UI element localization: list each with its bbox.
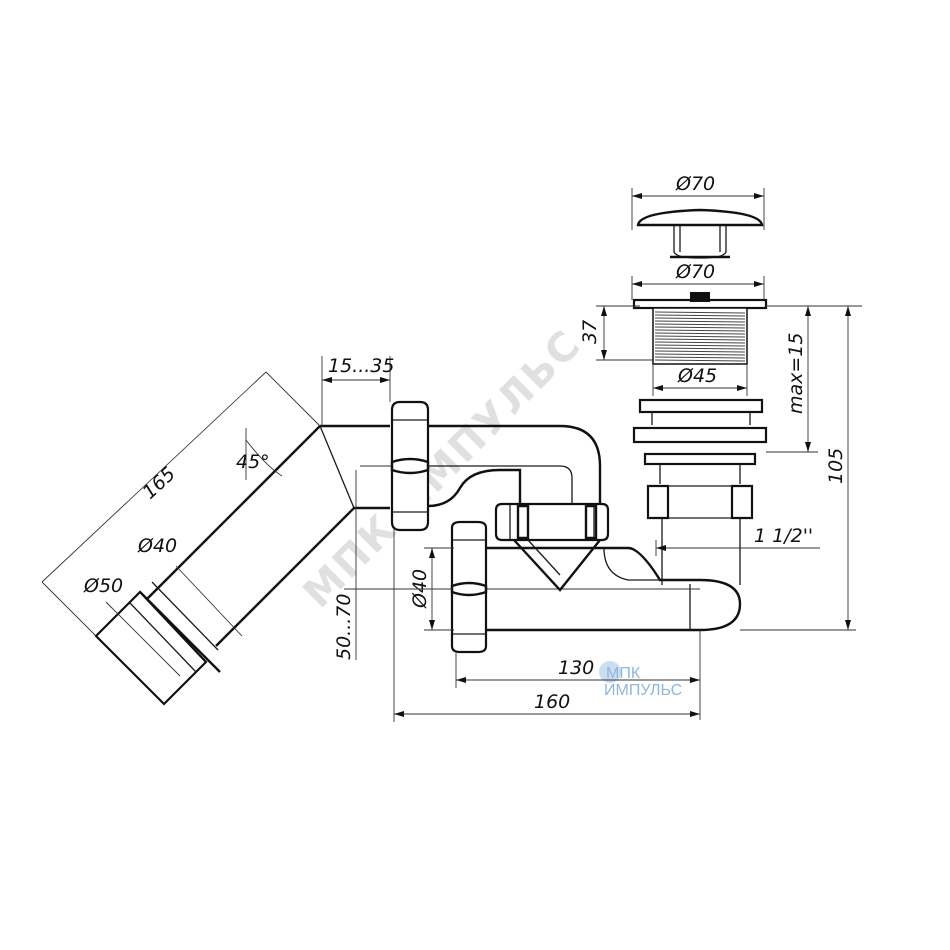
dim-165: 165 — [138, 463, 180, 504]
thread-line — [654, 341, 746, 344]
dim-50-70: 50...70 — [333, 594, 355, 660]
arrowhead — [805, 306, 811, 316]
arrowhead — [845, 620, 851, 630]
arrowhead — [656, 545, 666, 551]
arrowhead — [429, 620, 435, 630]
dim-d45: Ø45 — [677, 365, 717, 387]
thread-line — [654, 344, 746, 347]
thread-line — [654, 347, 746, 350]
drain-cap — [636, 208, 764, 259]
thread-line — [654, 314, 746, 317]
thread-line — [654, 332, 746, 335]
vertical-tailpipe — [646, 484, 754, 585]
thread-line — [654, 311, 746, 314]
arrowhead — [632, 193, 642, 199]
arrowhead — [394, 711, 404, 717]
dim-15-35: 15...35 — [328, 355, 394, 377]
dim-37: 37 — [579, 320, 601, 344]
arrowhead — [737, 385, 747, 391]
watermark-logo: МПК ИМПУЛЬС — [599, 661, 682, 699]
dim-1-1-2: 1 1/2'' — [754, 525, 813, 547]
thread-line — [654, 338, 746, 341]
arrowhead — [690, 711, 700, 717]
arrowhead — [754, 193, 764, 199]
arrowhead — [754, 281, 764, 287]
thread-line — [654, 329, 746, 332]
thread-line — [654, 320, 746, 323]
thread-lines — [654, 311, 746, 362]
drain-body — [632, 292, 768, 484]
arrowhead — [601, 306, 607, 316]
dim-max15: max=15 — [785, 333, 807, 415]
dim-45deg: 45° — [236, 451, 270, 473]
bottom-left-nut — [450, 520, 488, 654]
thread-line — [654, 350, 746, 353]
upper-nut — [390, 400, 430, 532]
upper-pipe-ubend — [320, 424, 602, 510]
arrowhead — [322, 377, 332, 383]
dim-d70-top: Ø70 — [675, 173, 715, 195]
thread-line — [654, 353, 746, 356]
arrowhead — [805, 442, 811, 452]
dim-160: 160 — [534, 691, 570, 713]
middle-nut — [494, 502, 610, 592]
dimension-arrows — [322, 193, 851, 717]
dim-d70-mid: Ø70 — [675, 261, 715, 283]
bottom-pipe — [480, 546, 742, 632]
thread-line — [654, 359, 746, 362]
arrowhead — [653, 385, 663, 391]
dim-130: 130 — [558, 657, 594, 679]
dim-d40-left: Ø40 — [137, 535, 177, 557]
dim-d50-left: Ø50 — [83, 575, 123, 597]
arrowhead — [845, 306, 851, 316]
thread-line — [654, 323, 746, 326]
arrowhead — [690, 677, 700, 683]
thread-line — [654, 326, 746, 329]
watermark-logo-line1: МПК — [606, 665, 641, 682]
watermark-logo-line2: ИМПУЛЬС — [604, 682, 682, 699]
arrowhead — [456, 677, 466, 683]
arrowhead — [429, 548, 435, 558]
arrowhead — [601, 350, 607, 360]
arrowhead — [632, 281, 642, 287]
thread-line — [654, 356, 746, 359]
arrowhead — [380, 377, 390, 383]
thread-line — [654, 335, 746, 338]
dim-105: 105 — [825, 448, 847, 484]
dimension-lines: Ø70 Ø70 37 Ø45 max=15 105 1 1/2'' 1 — [41, 173, 862, 722]
thread-line — [654, 317, 746, 320]
